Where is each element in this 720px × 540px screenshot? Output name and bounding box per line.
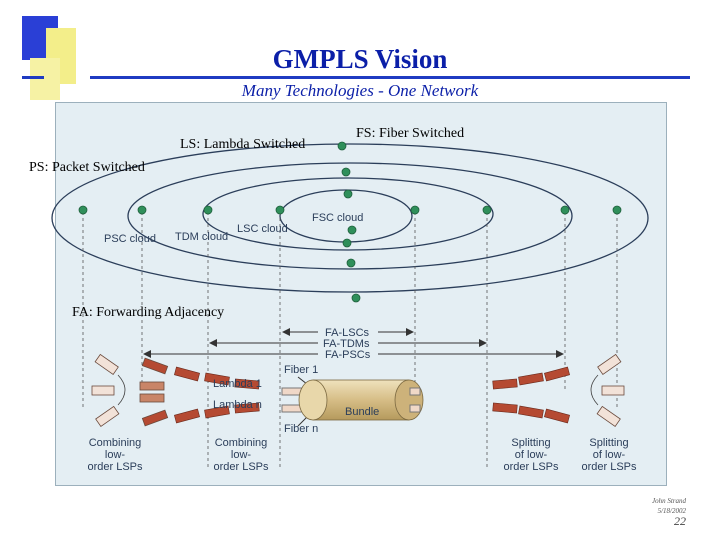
svg-text:order LSPs: order LSPs (581, 461, 637, 473)
svg-text:Combining: Combining (215, 437, 268, 449)
fa-lscs-label: FA-LSCs (325, 327, 370, 339)
network-nodes (78, 141, 622, 303)
svg-text:order LSPs: order LSPs (213, 461, 269, 473)
lambda-switched-label: LS: Lambda Switched (180, 137, 306, 152)
svg-text:order LSPs: order LSPs (87, 461, 143, 473)
node (612, 205, 622, 215)
svg-text:low-: low- (231, 449, 252, 461)
fa-pscs-label: FA-PSCs (325, 349, 371, 361)
combining-caption-1: Combining low- order LSPs (87, 437, 143, 473)
lsc-ellipse (202, 177, 494, 251)
footer-date: 5/18/2002 (657, 507, 686, 515)
tdm-ellipse (127, 162, 573, 270)
bundle-label: Bundle (345, 406, 379, 418)
forwarding-adjacency-label: FA: Forwarding Adjacency (72, 305, 225, 320)
node (351, 293, 361, 303)
svg-text:Splitting: Splitting (589, 437, 628, 449)
node (560, 205, 570, 215)
network-ellipses (51, 143, 649, 293)
node (137, 205, 147, 215)
combining-caption-2: Combining low- order LSPs (213, 437, 269, 473)
node (337, 141, 347, 151)
diagram-panel (55, 102, 667, 486)
splitting-caption-2: Splitting of low- order LSPs (581, 437, 637, 473)
node (410, 205, 420, 215)
tdm-cloud-label: TDM cloud (175, 231, 228, 243)
svg-text:Combining: Combining (89, 437, 142, 449)
node (342, 238, 352, 248)
fiber-n-label: Fiber n (284, 423, 318, 435)
lsc-cloud-label: LSC cloud (237, 223, 288, 235)
slide-subtitle: Many Technologies - One Network (241, 81, 479, 100)
lambda-n-label: Lambda n (213, 399, 262, 411)
right-lsp-fan (596, 353, 625, 427)
packet-switched-label: PS: Packet Switched (29, 160, 145, 175)
svg-text:low-: low- (105, 449, 126, 461)
lambda-1-label: Lambda 1 (213, 378, 262, 390)
decor-square-yellow-small (30, 58, 60, 100)
fsc-cloud-label: FSC cloud (312, 212, 363, 224)
node (275, 205, 285, 215)
svg-text:Splitting: Splitting (511, 437, 550, 449)
slide-title: GMPLS Vision (272, 44, 448, 74)
slide-footer: John Strand 5/18/2002 22 (651, 496, 686, 528)
right-lambda-group (492, 366, 570, 424)
node (78, 205, 88, 215)
node (343, 189, 353, 199)
psc-ellipse (51, 143, 649, 293)
title-rule (90, 76, 690, 79)
psc-cloud-label: PSC cloud (104, 233, 156, 245)
svg-text:order LSPs: order LSPs (503, 461, 559, 473)
page-number: 22 (674, 514, 686, 528)
svg-text:of low-: of low- (593, 449, 626, 461)
node (346, 258, 356, 268)
splitting-caption-1: Splitting of low- order LSPs (503, 437, 559, 473)
left-lambda-group (174, 366, 260, 424)
left-lsp-fan (91, 353, 169, 427)
node (341, 167, 351, 177)
node (203, 205, 213, 215)
svg-text:of low-: of low- (515, 449, 548, 461)
fa-tdms-label: FA-TDMs (323, 338, 370, 350)
node (347, 225, 357, 235)
decor-line-left (22, 76, 44, 79)
fiber-switched-label: FS: Fiber Switched (356, 126, 465, 141)
node (482, 205, 492, 215)
fiber-1-label: Fiber 1 (284, 364, 318, 376)
footer-author: John Strand (651, 497, 686, 505)
